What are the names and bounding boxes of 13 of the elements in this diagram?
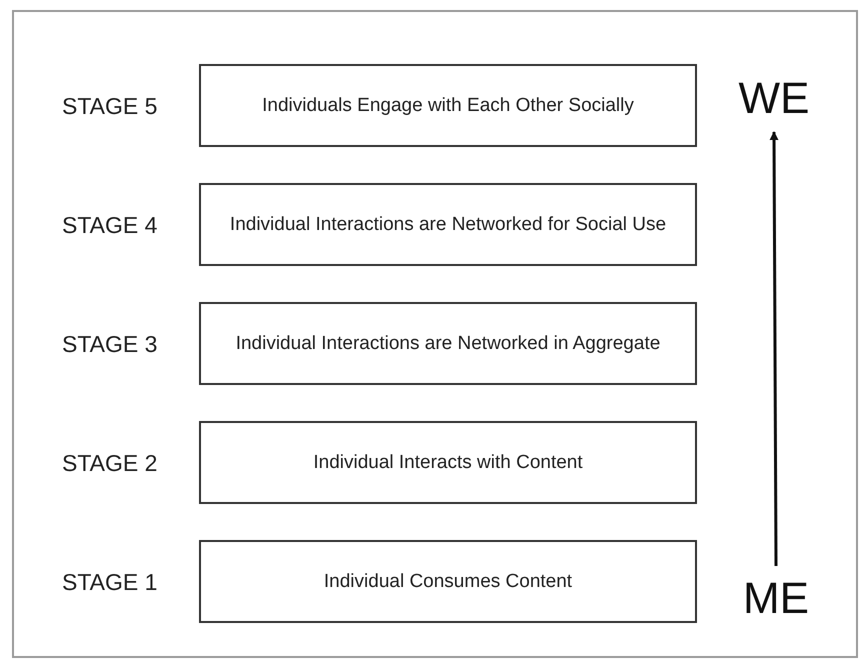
stage-box: Individual Interactions are Networked in Aggregate [199,302,697,385]
stage-label: STAGE 2 [62,448,158,478]
stage-label: STAGE 3 [62,330,158,358]
stage-label: STAGE 1 [62,568,158,596]
arrow [770,131,779,566]
stage-box: Individual Interacts with Content [199,421,697,504]
stage-box: Individuals Engage with Each Other Socially [199,64,697,147]
stage-label: STAGE 5 [62,92,158,120]
scale-label: WE [722,74,826,124]
scale-label: ME [728,574,824,624]
stage-label: STAGE 4 [62,210,158,240]
stage-box: Individual Interactions are Networked for Social Use [199,183,697,266]
stage-box: Individual Consumes Content [199,540,697,623]
